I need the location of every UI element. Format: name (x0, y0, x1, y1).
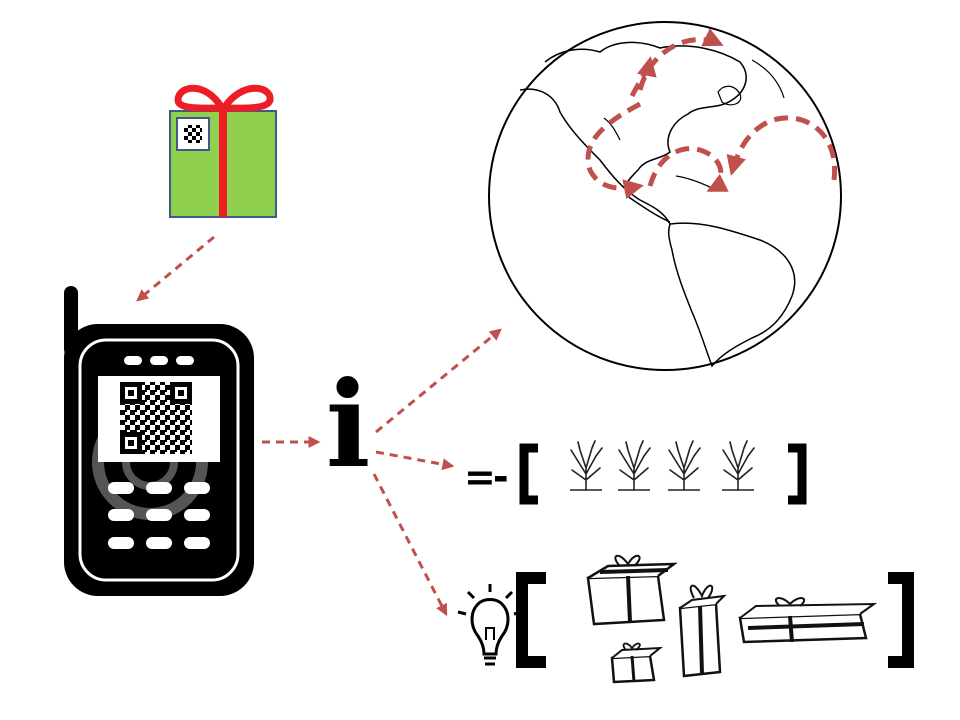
presents-group (516, 554, 914, 684)
connector-arrows (136, 235, 502, 617)
trees-group (519, 440, 807, 505)
tree-icon (617, 440, 651, 491)
right-bracket (888, 572, 914, 668)
info-symbol: i (325, 355, 371, 494)
wrapped-present-icon (738, 597, 878, 644)
left-bracket (516, 572, 546, 668)
light-bulb-icon (457, 584, 523, 666)
qr-code-icon (120, 382, 192, 454)
arrow-info-to-globe (375, 328, 502, 434)
right-bracket (788, 443, 807, 505)
arrow-info-to-bulb (372, 473, 448, 617)
tree-icon (667, 440, 701, 491)
arrow-info-to-trees (375, 450, 455, 471)
left-bracket (519, 443, 538, 505)
tree-icon (721, 440, 755, 491)
wrapped-present-icon (678, 584, 727, 678)
wrapped-present-icon (586, 554, 678, 626)
equals-symbol: =- (464, 455, 509, 499)
wrapped-present-icon (610, 642, 664, 684)
gift-with-qr-code-icon (169, 84, 277, 218)
tree-icon (569, 440, 603, 491)
arrow-gift-to-phone (136, 235, 215, 302)
mobile-phone-icon (64, 286, 254, 596)
globe-icon (488, 21, 842, 371)
